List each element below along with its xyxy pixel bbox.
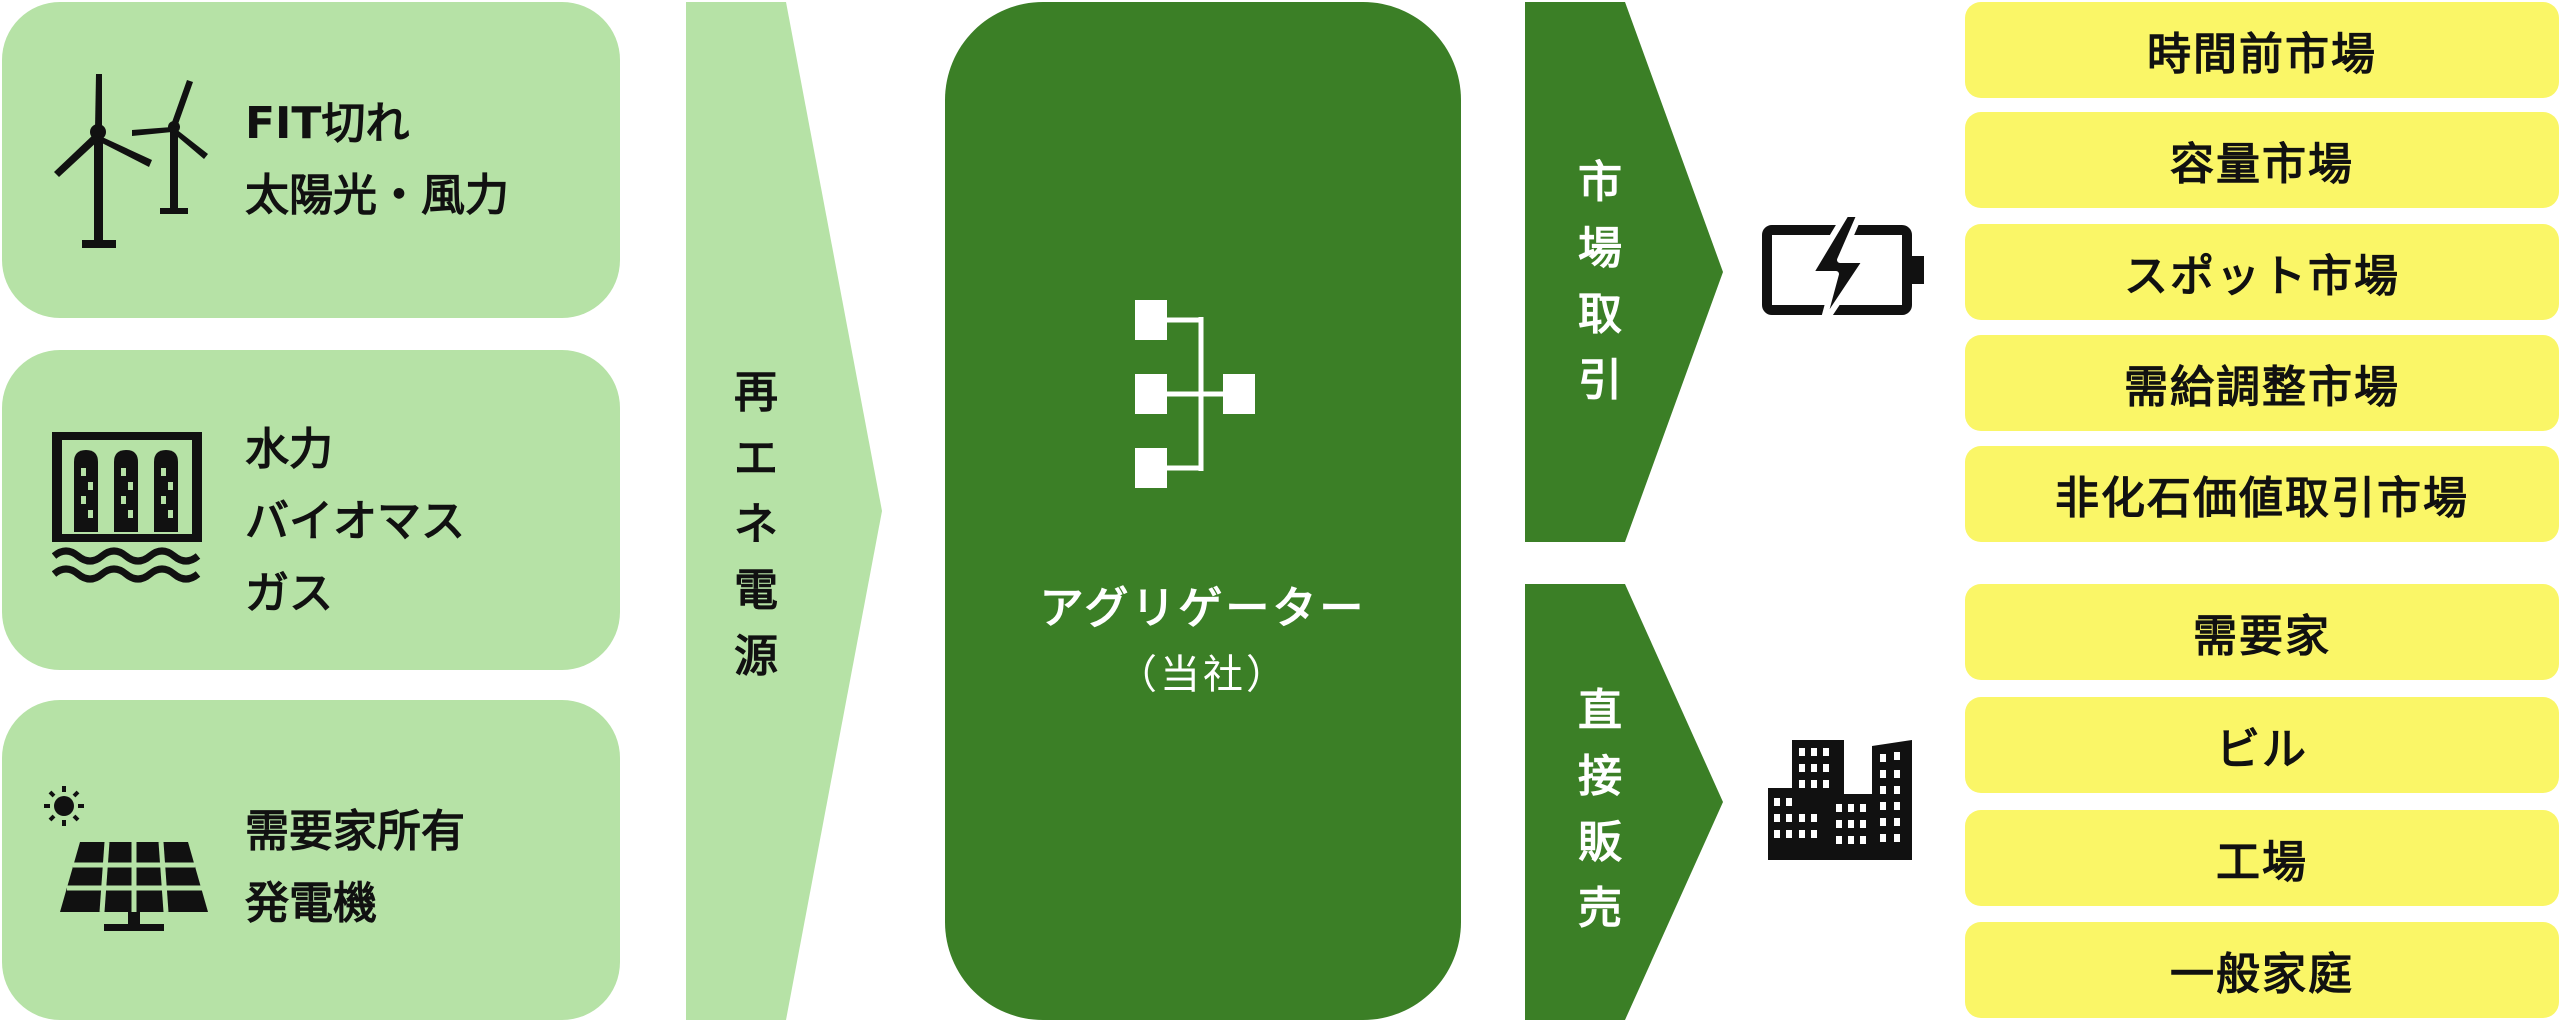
dam-icon — [52, 432, 202, 583]
customer-item: 工場 — [1965, 810, 2559, 906]
market-item: 非化石価値取引市場 — [1965, 446, 2559, 542]
renewable-label-char: ネ — [734, 499, 778, 550]
market-item: 需給調整市場 — [1965, 335, 2559, 431]
aggregator-box: アグリゲーター （当社） — [945, 2, 1461, 1020]
customer-item: 一般家庭 — [1965, 922, 2559, 1018]
direct-label-char: 接 — [1578, 751, 1622, 802]
market-item: 時間前市場 — [1965, 2, 2559, 98]
direct-label-char: 直 — [1578, 685, 1622, 736]
source-box-fit: FIT切れ 太陽光・風力 — [2, 2, 620, 318]
market-label-char: 場 — [1578, 223, 1622, 274]
market-arrow-label: 市 場 取 引 — [1560, 150, 1640, 414]
solar-panel-icon — [44, 786, 208, 931]
hierarchy-icon — [1135, 300, 1255, 488]
direct-arrow — [1525, 584, 1723, 1020]
aggregator-subtitle: （当社） — [1117, 652, 1289, 698]
wind-turbine-icon — [54, 74, 208, 248]
market-item: 容量市場 — [1965, 112, 2559, 208]
customer-item: 需要家 — [1965, 584, 2559, 680]
market-label-char: 引 — [1578, 355, 1622, 406]
renewable-label-char: 源 — [734, 631, 778, 682]
renewable-label-char: 再 — [734, 367, 778, 418]
source-label-hydro: 水力 バイオマス ガス — [245, 424, 465, 619]
market-label-char: 取 — [1578, 289, 1622, 340]
direct-label-char: 売 — [1578, 883, 1622, 934]
market-label-char: 市 — [1578, 157, 1622, 208]
renewable-arrow-label: 再 エ ネ 電 源 — [716, 360, 796, 690]
renewable-label-char: 電 — [734, 565, 778, 616]
direct-label-char: 販 — [1578, 817, 1622, 868]
customer-item: ビル — [1965, 697, 2559, 793]
direct-arrow-label: 直 接 販 売 — [1560, 678, 1640, 942]
buildings-icon — [1768, 740, 1912, 860]
source-box-hydro: 水力 バイオマス ガス — [2, 350, 620, 670]
source-label-customer: 需要家所有 発電機 — [245, 806, 465, 929]
source-label-fit: FIT切れ 太陽光・風力 — [245, 98, 509, 221]
renewable-arrow — [686, 2, 882, 1020]
market-item: スポット市場 — [1965, 224, 2559, 320]
renewable-label-char: エ — [734, 433, 778, 484]
aggregator-title: アグリゲーター — [1039, 583, 1367, 634]
source-box-customer: 需要家所有 発電機 — [2, 700, 620, 1020]
battery-charging-icon — [1762, 214, 1924, 326]
market-arrow — [1525, 2, 1723, 542]
